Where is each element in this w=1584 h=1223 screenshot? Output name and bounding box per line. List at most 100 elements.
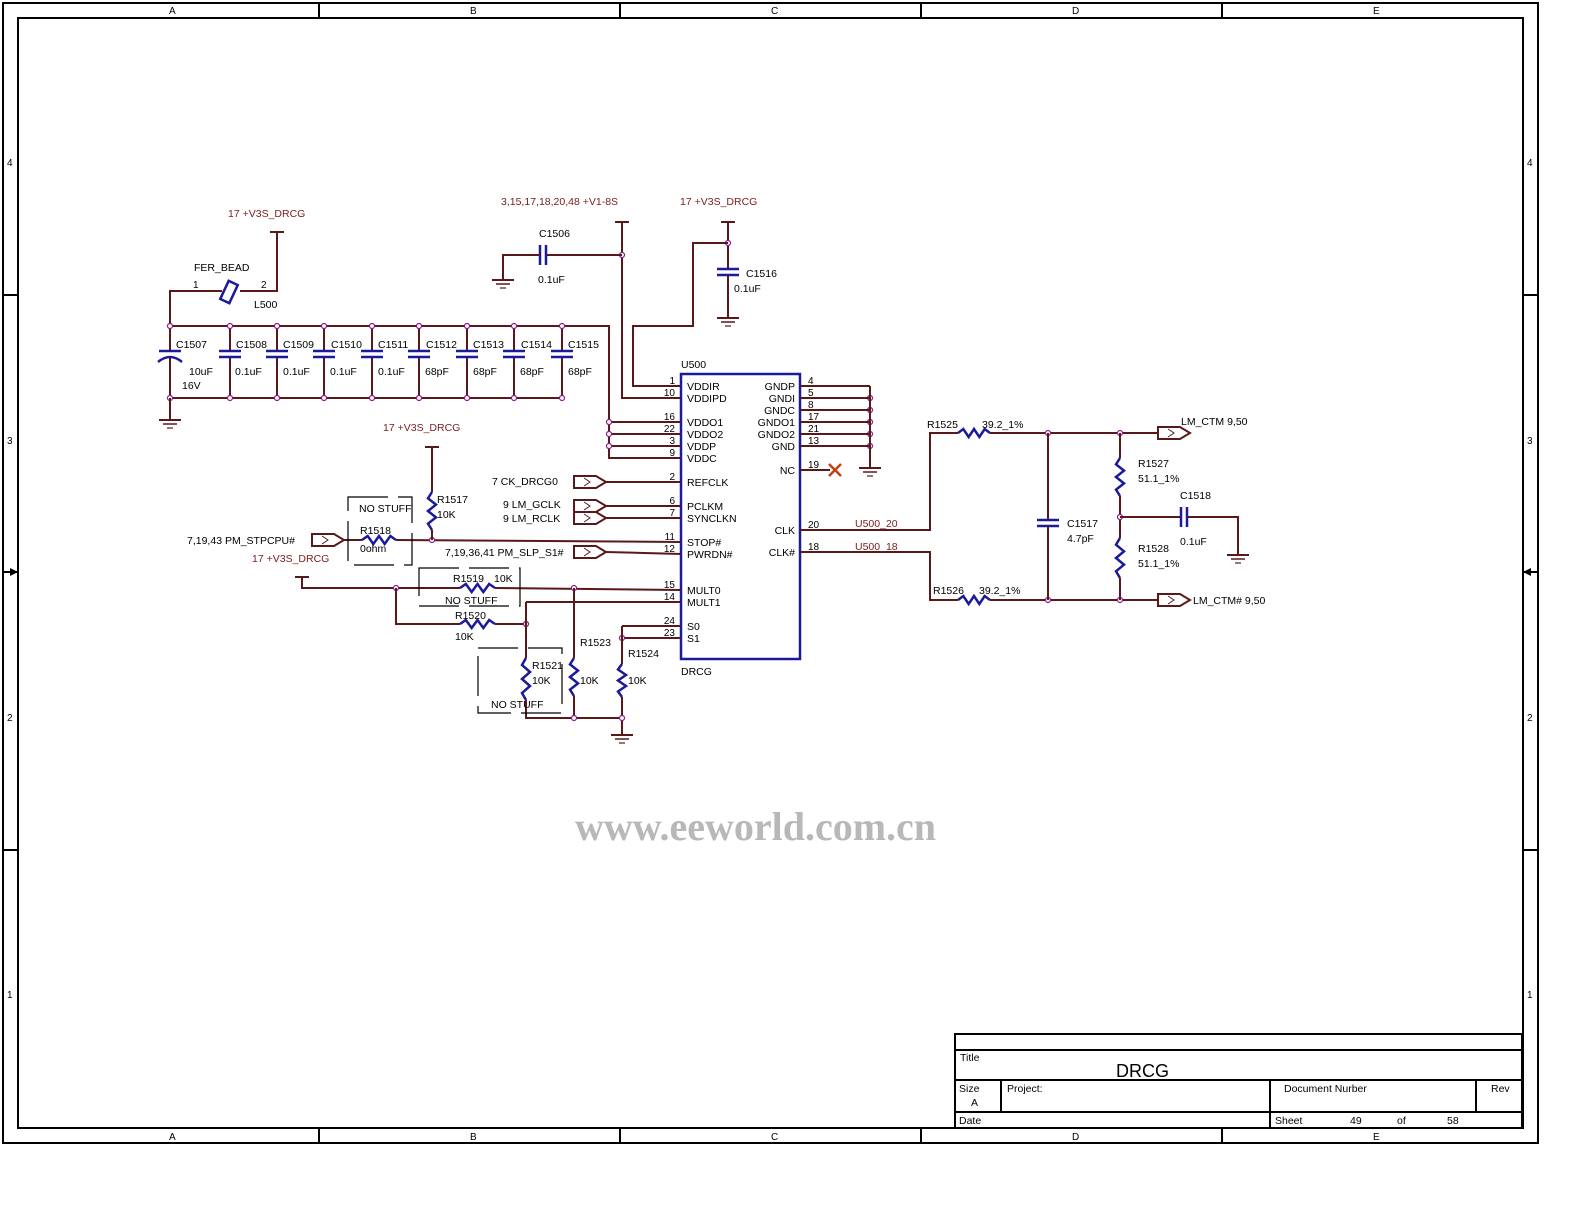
resistor-icon — [1114, 537, 1126, 579]
cap-value: 0.1uF — [235, 366, 262, 378]
column-label: A — [169, 6, 176, 17]
resistor-icon — [520, 657, 532, 701]
resistor-ref: R1527 — [1138, 458, 1169, 470]
pin-name: MULT1 — [687, 597, 721, 609]
pin-number: 7 — [669, 508, 675, 519]
wire — [494, 587, 682, 591]
row-label: 4 — [1527, 158, 1533, 169]
column-label: C — [771, 1132, 778, 1143]
size-label: Size — [959, 1083, 980, 1095]
ferrite-bead-icon — [218, 279, 240, 305]
wire — [395, 539, 682, 543]
watermark: www.eeworld.com.cn — [575, 804, 936, 849]
pin-name: VDDP — [687, 441, 716, 453]
offpage-connector-icon — [583, 501, 591, 511]
resistor-ref: R1524 — [628, 648, 659, 660]
offpage-connector-icon — [1167, 595, 1175, 605]
junction-dot — [605, 430, 613, 438]
row-label: 3 — [1527, 436, 1533, 447]
resistor-icon — [425, 491, 439, 531]
ic-part: DRCG — [681, 666, 712, 678]
cap-ref: C1506 — [539, 228, 570, 240]
cap-value: 0.1uF — [734, 283, 761, 295]
resistor-icon — [957, 593, 991, 607]
pin-name: NC — [780, 465, 796, 477]
pin-name: VDDIR — [687, 381, 720, 393]
junction-dot — [463, 394, 471, 402]
wire — [632, 242, 728, 387]
net-label: U500_18 — [855, 541, 898, 553]
cap-value: 68pF — [520, 366, 544, 378]
power-label: 17 +V3S_DRCG — [252, 553, 329, 565]
power-label: 17 +V3S_DRCG — [680, 196, 757, 208]
pin-number: 3 — [669, 436, 675, 447]
pin-number: 18 — [808, 542, 820, 553]
no-stuff-label: NO STUFF — [445, 595, 498, 607]
junction-dot — [415, 322, 423, 330]
pin-number: 5 — [808, 388, 814, 399]
column-label: E — [1373, 6, 1380, 17]
resistor-ref: R1519 — [453, 573, 484, 585]
junction-dot — [618, 714, 626, 722]
pin-name: GNDO2 — [758, 429, 796, 441]
sheet-label: Sheet — [1275, 1115, 1303, 1127]
offpage-connector-icon — [573, 545, 608, 559]
ic-ref: U500 — [681, 359, 706, 371]
wire — [502, 254, 540, 280]
pin-number: 23 — [664, 628, 676, 639]
cap-ref: C1514 — [521, 339, 552, 351]
pin-number: 1 — [193, 280, 199, 291]
pin-number: 22 — [664, 424, 676, 435]
pin-number: 15 — [664, 580, 676, 591]
column-label: C — [771, 6, 778, 17]
sheet-border — [2, 2, 1539, 1144]
capacitor-icon — [157, 355, 183, 363]
pin-number: 10 — [664, 388, 676, 399]
junction-dot — [510, 394, 518, 402]
pin-number: 13 — [808, 436, 820, 447]
frame-arrow-icon — [1523, 568, 1531, 576]
resistor-icon — [459, 617, 496, 631]
junction-dot — [605, 442, 613, 450]
wire — [170, 325, 681, 459]
cap-ref: C1517 — [1067, 518, 1098, 530]
pin-name: SYNCLKN — [687, 513, 737, 525]
cap-ref: C1516 — [746, 268, 777, 280]
pin-name: CLK# — [769, 547, 795, 559]
resistor-ref: R1523 — [580, 637, 611, 649]
resistor-ref: R1518 — [360, 525, 391, 537]
pin-number: 2 — [261, 280, 267, 291]
wire — [605, 551, 682, 555]
wire — [800, 432, 958, 531]
junction-dot — [273, 322, 281, 330]
pin-name: VDDO2 — [687, 429, 723, 441]
junction-dot — [368, 394, 376, 402]
no-stuff-box — [418, 567, 521, 607]
wire — [240, 232, 278, 292]
column-label: B — [470, 1132, 477, 1143]
bead-type: FER_BEAD — [194, 262, 250, 274]
power-label: 17 +V3S_DRCG — [228, 208, 305, 220]
cap-value: 10uF — [189, 366, 213, 378]
row-label: 2 — [7, 713, 13, 724]
pin-number: 12 — [664, 544, 676, 555]
row-label: 4 — [7, 158, 13, 169]
resistor-value: 10K — [494, 573, 513, 585]
pin-name: CLK — [775, 525, 795, 537]
junction-dot — [463, 322, 471, 330]
junction-dot — [273, 394, 281, 402]
pin-number: 24 — [664, 616, 676, 627]
pin-number: 8 — [808, 400, 814, 411]
column-label: D — [1072, 1132, 1079, 1143]
junction-dot — [570, 714, 578, 722]
cap-ref: C1510 — [331, 339, 362, 351]
resistor-value: 51.1_1% — [1138, 473, 1179, 485]
pin-name: GNDP — [765, 381, 795, 393]
wire — [525, 700, 622, 719]
column-label: B — [470, 6, 477, 17]
resistor-value: 51.1_1% — [1138, 558, 1179, 570]
title-block: Title DRCG Size A Project: Document Nurb… — [959, 1052, 1510, 1127]
resistor-value: 10K — [437, 509, 456, 521]
pin-number: 20 — [808, 520, 820, 531]
resistor-ref: R1526 — [933, 585, 964, 597]
